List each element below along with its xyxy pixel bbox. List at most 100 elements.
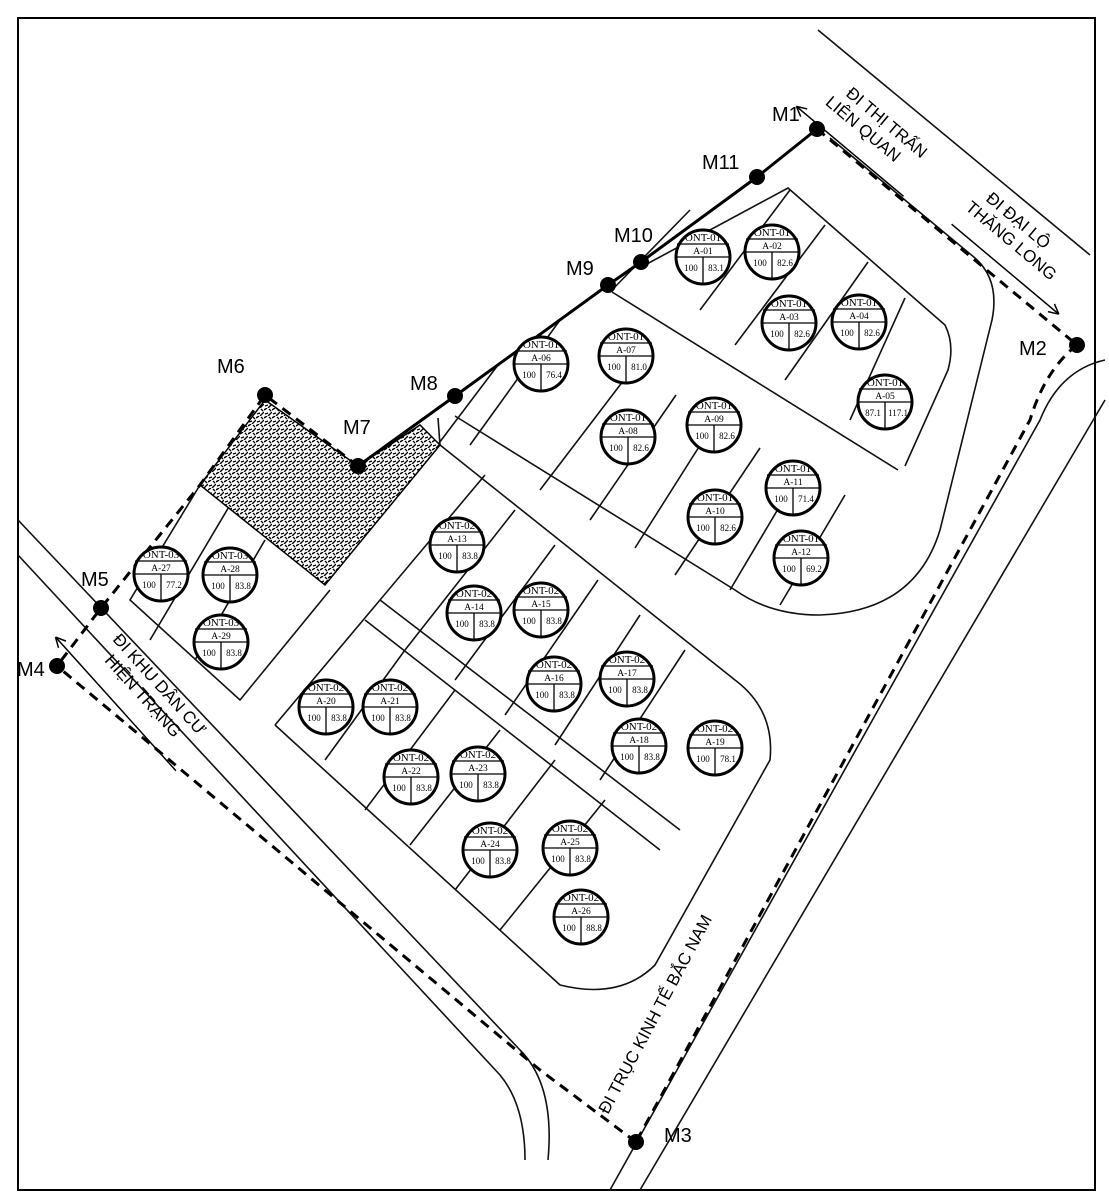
lot-type: ONT-01 (754, 227, 790, 239)
marker-label: M10 (614, 225, 653, 247)
lot-id: A-02 (762, 242, 782, 252)
lot-id: A-12 (791, 548, 811, 558)
lot-area: 83.8 (632, 685, 648, 695)
lot-type: ONT-03 (203, 617, 240, 629)
lot-id: A-16 (544, 674, 564, 684)
lot-type: ONT-02 (456, 588, 492, 600)
lot-area: 78.1 (720, 754, 736, 764)
marker-m4 (49, 658, 65, 674)
marker-m8 (447, 388, 463, 404)
lot-type: ONT-01 (608, 331, 644, 343)
lot-area: 83.8 (331, 713, 347, 723)
lot-area: 83.8 (462, 551, 478, 561)
lot-density: 100 (535, 690, 549, 700)
lot-area: 82.6 (720, 523, 736, 533)
lot-area: 82.6 (633, 443, 649, 453)
marker-label: M1 (772, 104, 800, 126)
lot-id: A-29 (211, 632, 231, 642)
lot-area: 117.1 (888, 408, 908, 418)
marker-label: M5 (81, 569, 109, 591)
lot-id: A-24 (480, 840, 500, 850)
lot-id: A-13 (447, 535, 467, 545)
lot-area: 83.8 (546, 616, 562, 626)
lot-id: A-08 (618, 427, 638, 437)
lot-id: A-07 (616, 346, 636, 356)
lot-type: ONT-02 (609, 654, 645, 666)
lot-type: ONT-02 (552, 823, 588, 835)
lot-density: 100 (459, 780, 473, 790)
marker-label: M9 (566, 258, 594, 280)
lot-area: 83.1 (708, 263, 724, 273)
lot-id: A-26 (571, 907, 591, 917)
lot-id: A-05 (875, 392, 895, 402)
marker-m11 (749, 169, 765, 185)
lot-density: 100 (696, 754, 710, 764)
lot-area: 82.6 (794, 329, 810, 339)
lot-density: 100 (202, 648, 216, 658)
lot-area: 83.8 (226, 648, 242, 658)
marker-m3 (628, 1134, 644, 1150)
lot-density: 100 (392, 783, 406, 793)
lot-id: A-06 (531, 354, 551, 364)
lot-area: 83.8 (395, 713, 411, 723)
lot-type: ONT-02 (563, 892, 599, 904)
roads (17, 29, 1106, 1191)
lot-density: 87.1 (865, 408, 881, 418)
marker-label: M4 (17, 659, 45, 681)
lot-id: A-25 (560, 838, 580, 848)
lot-density: 100 (782, 564, 796, 574)
lot-density: 100 (840, 328, 854, 338)
lot-area: 83.8 (479, 619, 495, 629)
lot-area: 82.6 (864, 328, 880, 338)
marker-m1 (809, 121, 825, 137)
lot-type: ONT-03 (212, 550, 249, 562)
lot-id: A-14 (464, 603, 484, 613)
lot-a-29[interactable]: ONT-03A-29 100 83.8 (192, 613, 250, 671)
lot-type: ONT-01 (610, 412, 646, 424)
lot-id: A-09 (704, 415, 724, 425)
lot-area: 83.8 (235, 581, 251, 591)
lot-type: ONT-01 (841, 297, 877, 309)
lot-type: ONT-01 (523, 339, 559, 351)
lot-density: 100 (696, 523, 710, 533)
lot-density: 100 (551, 854, 565, 864)
lot-area: 82.6 (719, 431, 735, 441)
lot-id: A-11 (783, 478, 802, 488)
lot-area: 82.6 (777, 258, 793, 268)
lot-type: ONT-02 (523, 585, 559, 597)
lot-area: 77.2 (166, 580, 182, 590)
boundary (55, 127, 1078, 1144)
lot-type: ONT-01 (697, 492, 733, 504)
lot-area: 88.8 (586, 923, 602, 933)
